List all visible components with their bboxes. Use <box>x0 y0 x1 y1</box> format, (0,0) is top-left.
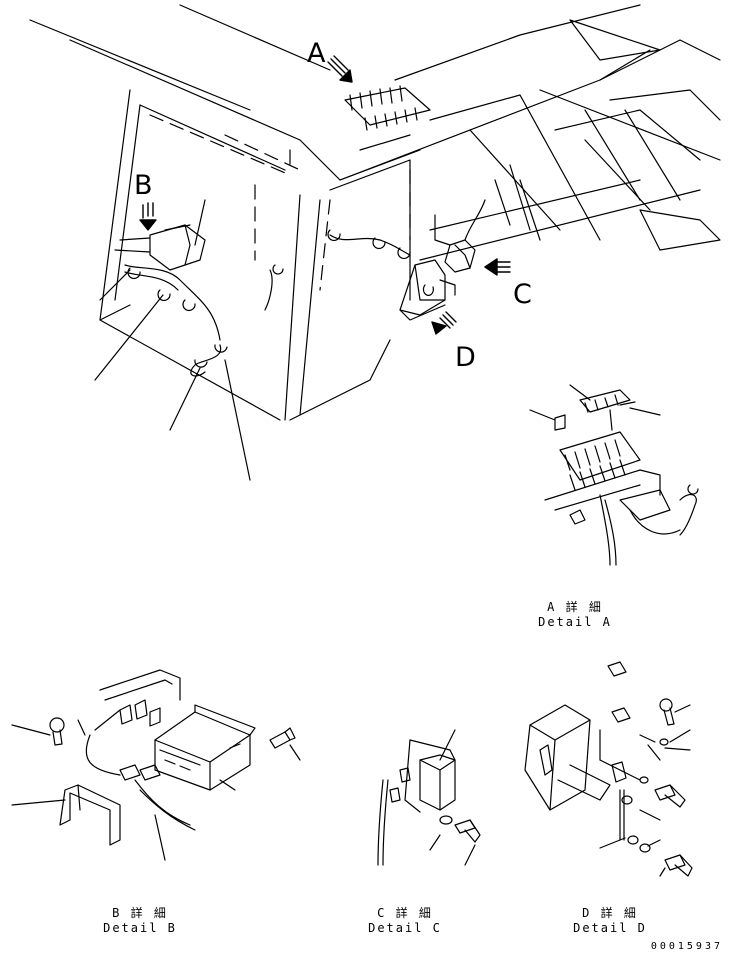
bracket-d <box>399 259 456 321</box>
harness-right <box>327 229 411 260</box>
detail-a-caption-jp: A 詳 細 <box>547 600 603 614</box>
detail-b-caption-jp: B 詳 細 <box>112 906 168 920</box>
controller-b <box>114 199 206 271</box>
detail-c-drawing <box>377 729 481 866</box>
detail-a-caption: A 詳 細 Detail A <box>520 600 630 630</box>
arrow-c-icon <box>484 258 511 276</box>
hidden-lines <box>149 114 411 291</box>
detail-c-caption-en: Detail C <box>368 921 442 935</box>
callout-a-label: A <box>307 38 326 69</box>
arrow-d-icon <box>431 311 457 335</box>
detail-b-caption-en: Detail B <box>103 921 177 935</box>
callout-d-label: D <box>455 342 476 373</box>
part-number: 00015937 <box>650 941 723 952</box>
harness-main <box>94 264 284 481</box>
arrow-a-icon <box>327 55 353 83</box>
callout-b-label: B <box>134 170 153 201</box>
detail-d-caption-jp: D 詳 細 <box>582 906 638 920</box>
arrow-b-icon <box>139 202 157 231</box>
cab-body <box>29 4 721 421</box>
detail-b-drawing <box>11 669 301 861</box>
detail-a-drawing <box>529 384 699 566</box>
callout-c-label: C <box>513 279 532 310</box>
detail-d-caption-en: Detail D <box>573 921 647 935</box>
detail-d-caption: D 詳 細 Detail D <box>555 906 665 936</box>
relay-c <box>434 199 486 273</box>
detail-a-caption-en: Detail A <box>538 615 612 629</box>
detail-d-drawing <box>524 661 693 877</box>
detail-b-caption: B 詳 細 Detail B <box>85 906 195 936</box>
detail-c-caption: C 詳 細 Detail C <box>350 906 460 936</box>
detail-c-caption-jp: C 詳 細 <box>377 906 433 920</box>
relay-block-a <box>344 85 431 151</box>
